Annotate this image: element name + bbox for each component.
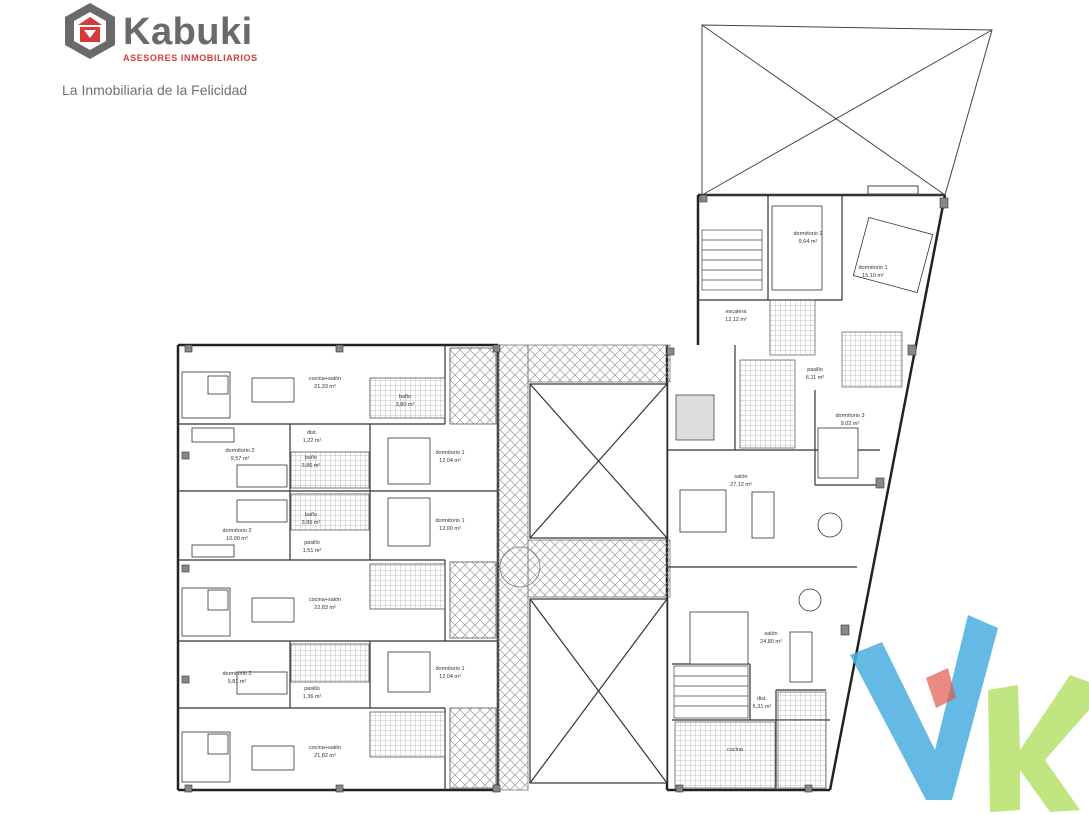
central-corridor [497,344,671,791]
room-name-a2-dormitorio-2: dormitorio 2 [222,528,251,534]
right-stairs [673,229,763,719]
room-area-b2-salon: 24,80 m² [760,639,782,645]
brand-tagline: La Inmobiliaria de la Felicidad [62,82,248,98]
room-area-a1-cocina-salon: 21,33 m² [314,384,336,390]
room-name-b2-cocina: cocina [727,747,744,753]
room-labels: cocina+salón 21,33 m² baño 3,80 m² dist.… [222,231,887,759]
room-area-a2-bano: 3,86 m² [302,520,321,526]
room-area-b1-salon: 27,12 m² [730,482,752,488]
room-area-b1-pasillo: 6,11 m² [806,375,824,381]
room-name-escalera: escalera [726,309,748,315]
structural-columns [181,194,949,793]
left-furniture [181,371,431,783]
wet-areas-left [290,347,497,789]
wet-areas-right [674,299,903,789]
room-name-b1-pasillo: pasillo [807,367,823,373]
room-name-a1-bano: baño [399,394,411,400]
brand-subtitle: ASESORES INMOBILIARIOS [123,53,258,63]
room-area-a1-bano: 3,80 m² [396,402,415,408]
right-furniture [679,205,934,683]
room-area-a1-bano-2: 3,86 m² [302,463,321,469]
room-area-a2-dormitorio-1: 12,00 m² [439,526,461,532]
brand-wordmark: Kabuki [123,11,253,53]
room-area-a2-dormitorio-2: 10,00 m² [226,536,248,542]
room-name-b1-salon: salón [734,474,747,480]
room-area-a3-pasillo: 1,36 m² [303,694,322,700]
left-units [178,345,498,790]
room-area-b1-dormitorio-3: 9,02 m² [841,421,860,427]
room-name-a3-cocina-salon: cocina+salón [309,745,341,751]
room-name-a1-bano-2: baño [305,455,317,461]
room-name-b1-dormitorio-3: dormitorio 3 [835,413,864,419]
room-name-a2-pasillo: pasillo [304,540,320,546]
room-area-a1-dist: 1,22 m² [303,438,322,444]
room-name-a3-dormitorio-1: dormitorio 1 [435,666,464,672]
room-name-a2-dormitorio-1: dormitorio 1 [435,518,464,524]
vk-watermark-icon [850,615,1089,812]
room-area-a1-dormitorio-1: 12,04 m² [439,458,461,464]
room-area-escalera: 12,12 m² [725,317,747,323]
room-name-b2-dist: dist. [757,696,768,702]
room-name-b2-salon: salón [764,631,777,637]
room-name-a3-pasillo: pasillo [304,686,320,692]
room-area-b1-dormitorio-1: 15,10 m² [862,273,884,279]
room-area-a3-dormitorio-1: 12,04 m² [439,674,461,680]
room-area-a3-cocina-salon: 21,82 m² [314,753,336,759]
top-terrace [701,24,993,196]
room-area-a3-dormitorio-2: 9,81 m² [228,679,247,685]
room-area-a2-cocina-salon: 22,83 m² [314,605,336,611]
room-name-a1-dormitorio-1: dormitorio 1 [435,450,464,456]
room-area-b1-dormitorio-2: 9,64 m² [799,239,818,245]
light-wells [529,383,668,784]
room-name-b1-dormitorio-1: dormitorio 1 [858,265,887,271]
room-name-a1-dormitorio-2: dormitorio 2 [225,448,254,454]
room-name-a1-dist: dist. [307,430,318,436]
room-name-a1-cocina-salon: cocina+salón [309,376,341,382]
room-name-a2-bano: baño [305,512,317,518]
room-area-b2-dist: 6,31 m² [753,704,772,710]
room-name-a2-cocina-salon: cocina+salón [309,597,341,603]
room-area-a2-pasillo: 1,51 m² [303,548,322,554]
house-shield-icon [65,3,115,59]
room-area-a1-dormitorio-2: 9,57 m² [231,456,250,462]
room-name-a3-dormitorio-2: dormitorio 2 [222,671,251,677]
room-name-b1-dormitorio-2: dormitorio 2 [793,231,822,237]
